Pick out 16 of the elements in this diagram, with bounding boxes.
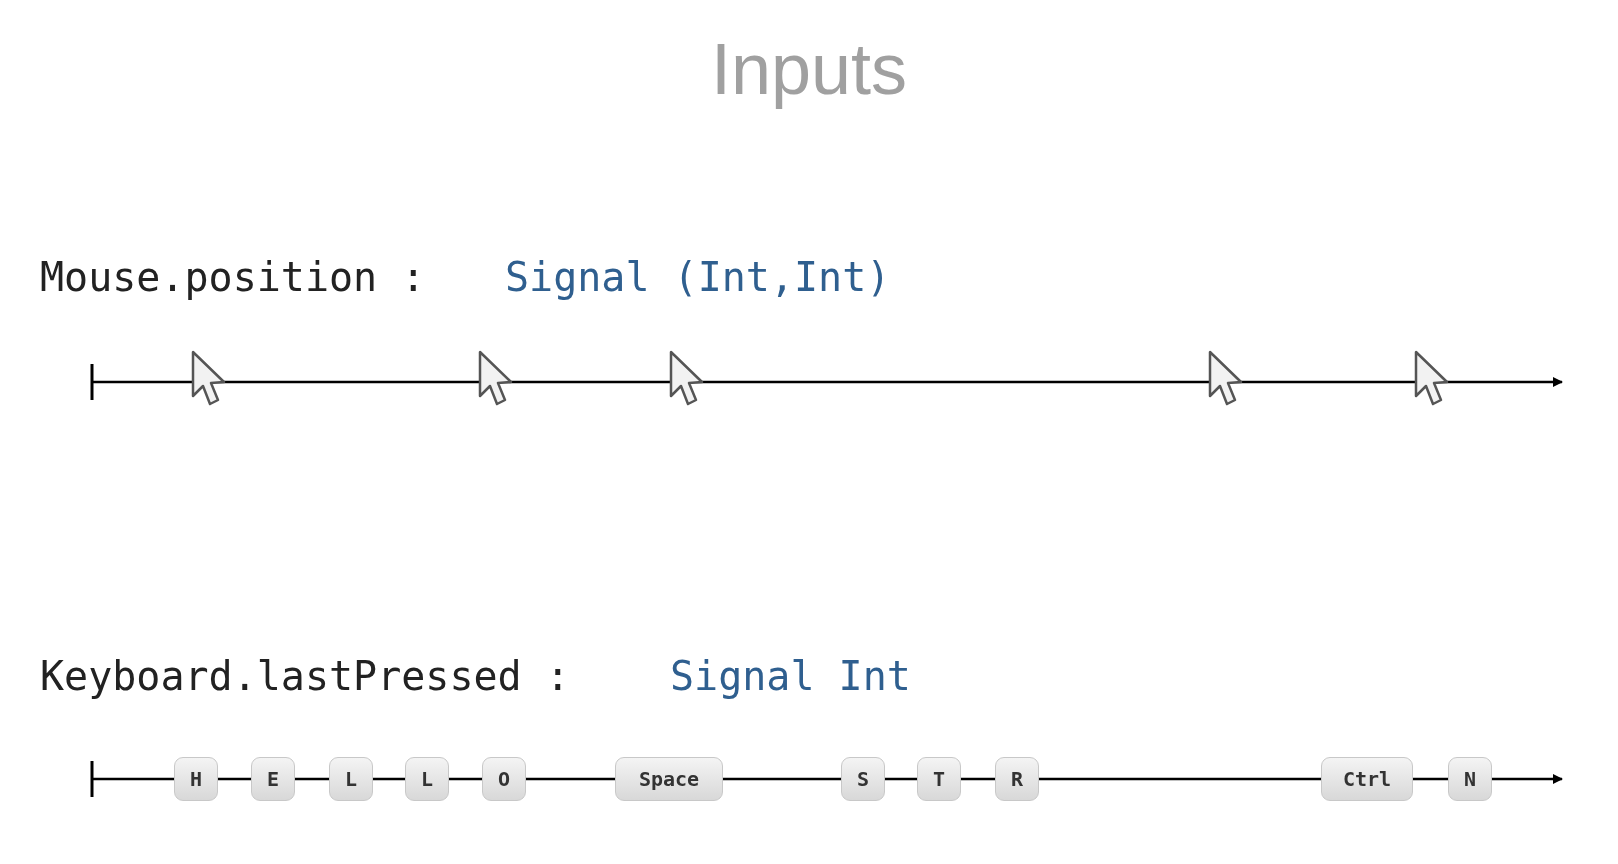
key-cap: O: [482, 757, 526, 801]
type-signature-text: Signal (Int,Int): [505, 253, 891, 301]
key-cap: Ctrl: [1321, 757, 1413, 801]
key-cap: L: [405, 757, 449, 801]
key-cap: T: [917, 757, 961, 801]
type-signature-text: Mouse.position :: [40, 253, 426, 301]
type-signature-text: Signal Int: [670, 652, 911, 700]
type-signature-text: Keyboard.lastPressed :: [40, 652, 570, 700]
key-cap: S: [841, 757, 885, 801]
key-cap: R: [995, 757, 1039, 801]
key-cap: L: [329, 757, 373, 801]
title: Inputs: [709, 28, 909, 110]
key-cap: H: [174, 757, 218, 801]
key-cap: N: [1448, 757, 1492, 801]
key-cap: Space: [615, 757, 723, 801]
key-cap: E: [251, 757, 295, 801]
